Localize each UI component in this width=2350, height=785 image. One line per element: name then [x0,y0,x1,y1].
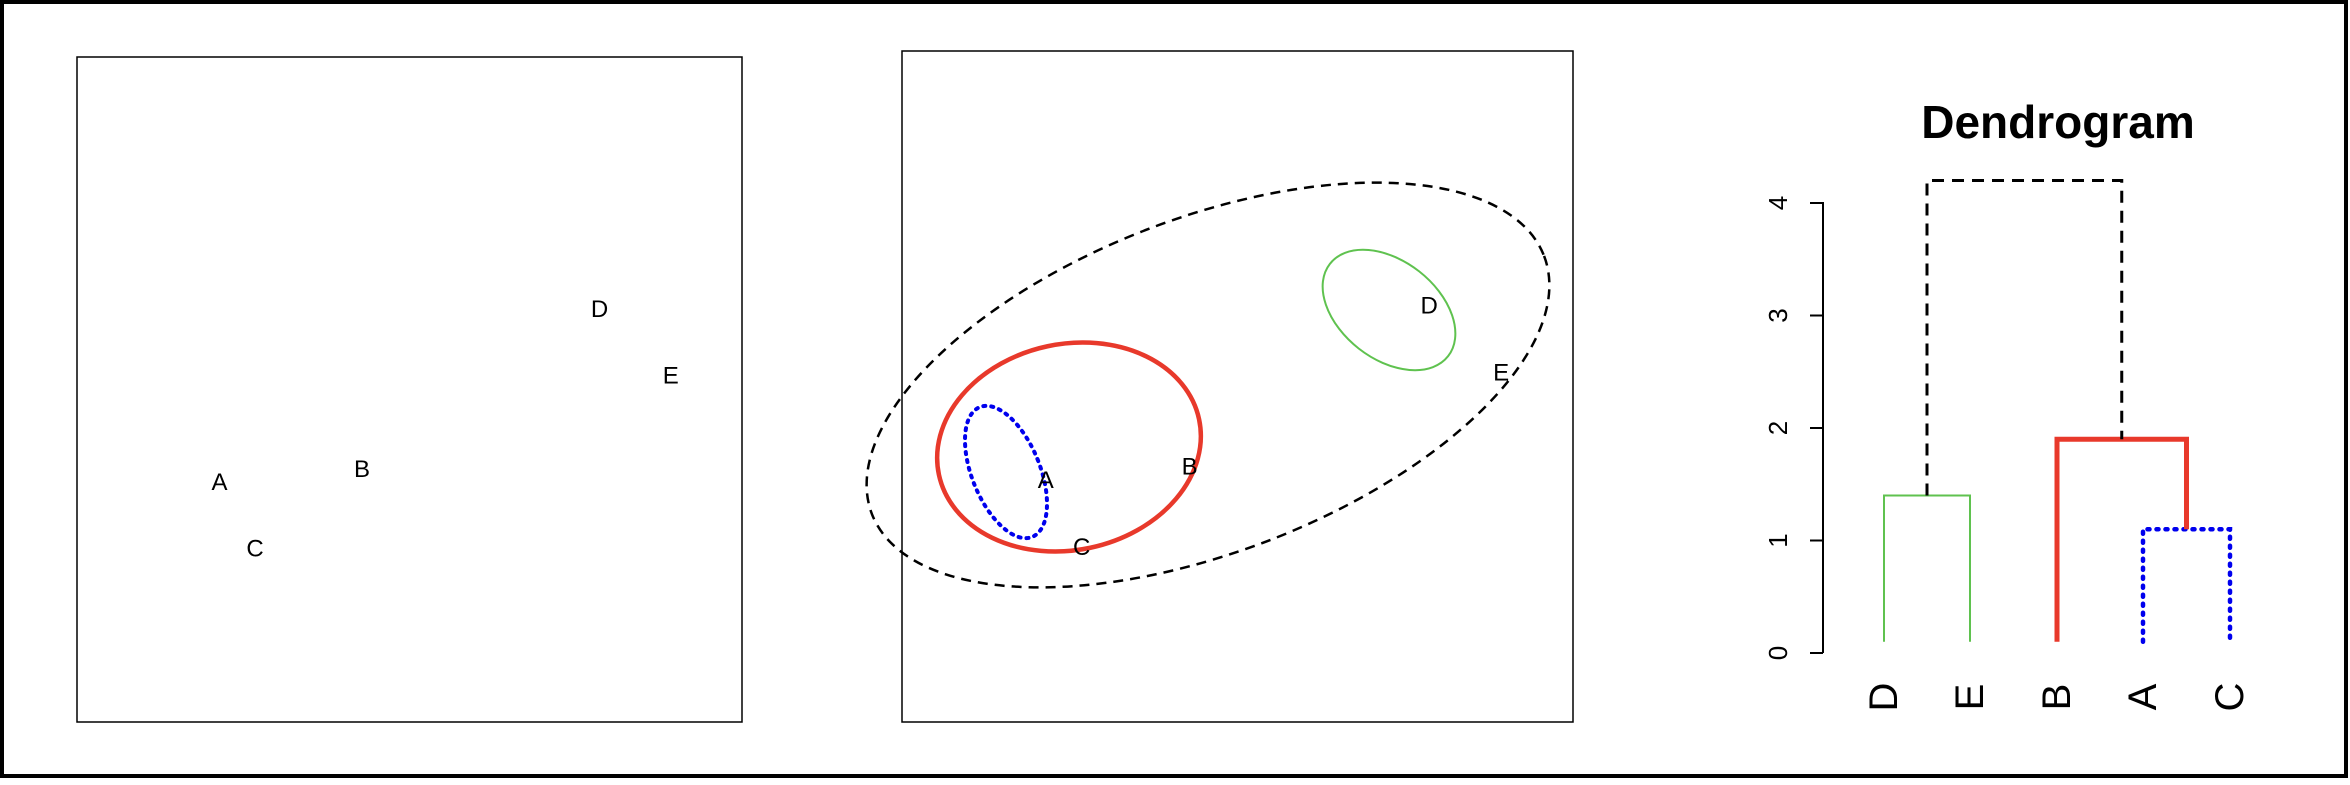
cluster-ellipses-layer [865,181,1551,589]
point-label-A: A [211,469,227,496]
branch-DE-BAC [1925,179,2124,496]
branch-D-E [1883,494,1971,642]
point-label-A: A [1038,467,1054,494]
leaf-label-C: C [2208,683,2252,712]
cluster-ellipse-A-B-C-D-E [865,181,1551,589]
point-label-E: E [1493,360,1509,387]
point-label-D: D [591,296,608,323]
cluster-ellipse-D-E [1321,248,1457,372]
clusters-plot-frame [901,50,1574,723]
point-label-B: B [1182,454,1198,481]
point-label-E: E [663,363,679,390]
points-panel: A B C D E [76,56,743,723]
point-label-C: C [1073,534,1090,561]
y-tick-label-2: 2 [1763,421,1793,435]
leaf-label-E: E [1948,684,1992,711]
y-tick-label-0: 0 [1763,646,1793,660]
points-plot-frame [76,56,743,723]
branch-B-AC [2054,436,2189,642]
cluster-points-layer: A B C D E [1038,293,1509,562]
clusters-panel: A B C D E [865,50,1574,723]
y-tick-label-4: 4 [1763,196,1793,210]
point-label-B: B [354,456,370,483]
point-label-C: C [246,536,263,563]
dendrogram-panel: Dendrogram 0 1 2 3 4 D E B A C [1763,96,2252,711]
dendrogram-y-axis: 0 1 2 3 4 [1763,196,1824,660]
cluster-ellipse-A-C [962,403,1050,541]
leaf-label-B: B [2035,684,2079,711]
y-tick-label-1: 1 [1763,533,1793,547]
dendrogram-branches [1883,179,2233,644]
branch-A-C [2140,527,2233,644]
point-label-D: D [1421,293,1438,320]
points-layer: A B C D E [211,296,678,562]
leaf-label-A: A [2121,683,2165,710]
dendrogram-title: Dendrogram [1921,96,2194,148]
y-tick-label-3: 3 [1763,308,1793,322]
leaf-label-D: D [1862,683,1906,712]
cluster-ellipse-A-B-C [934,340,1204,554]
